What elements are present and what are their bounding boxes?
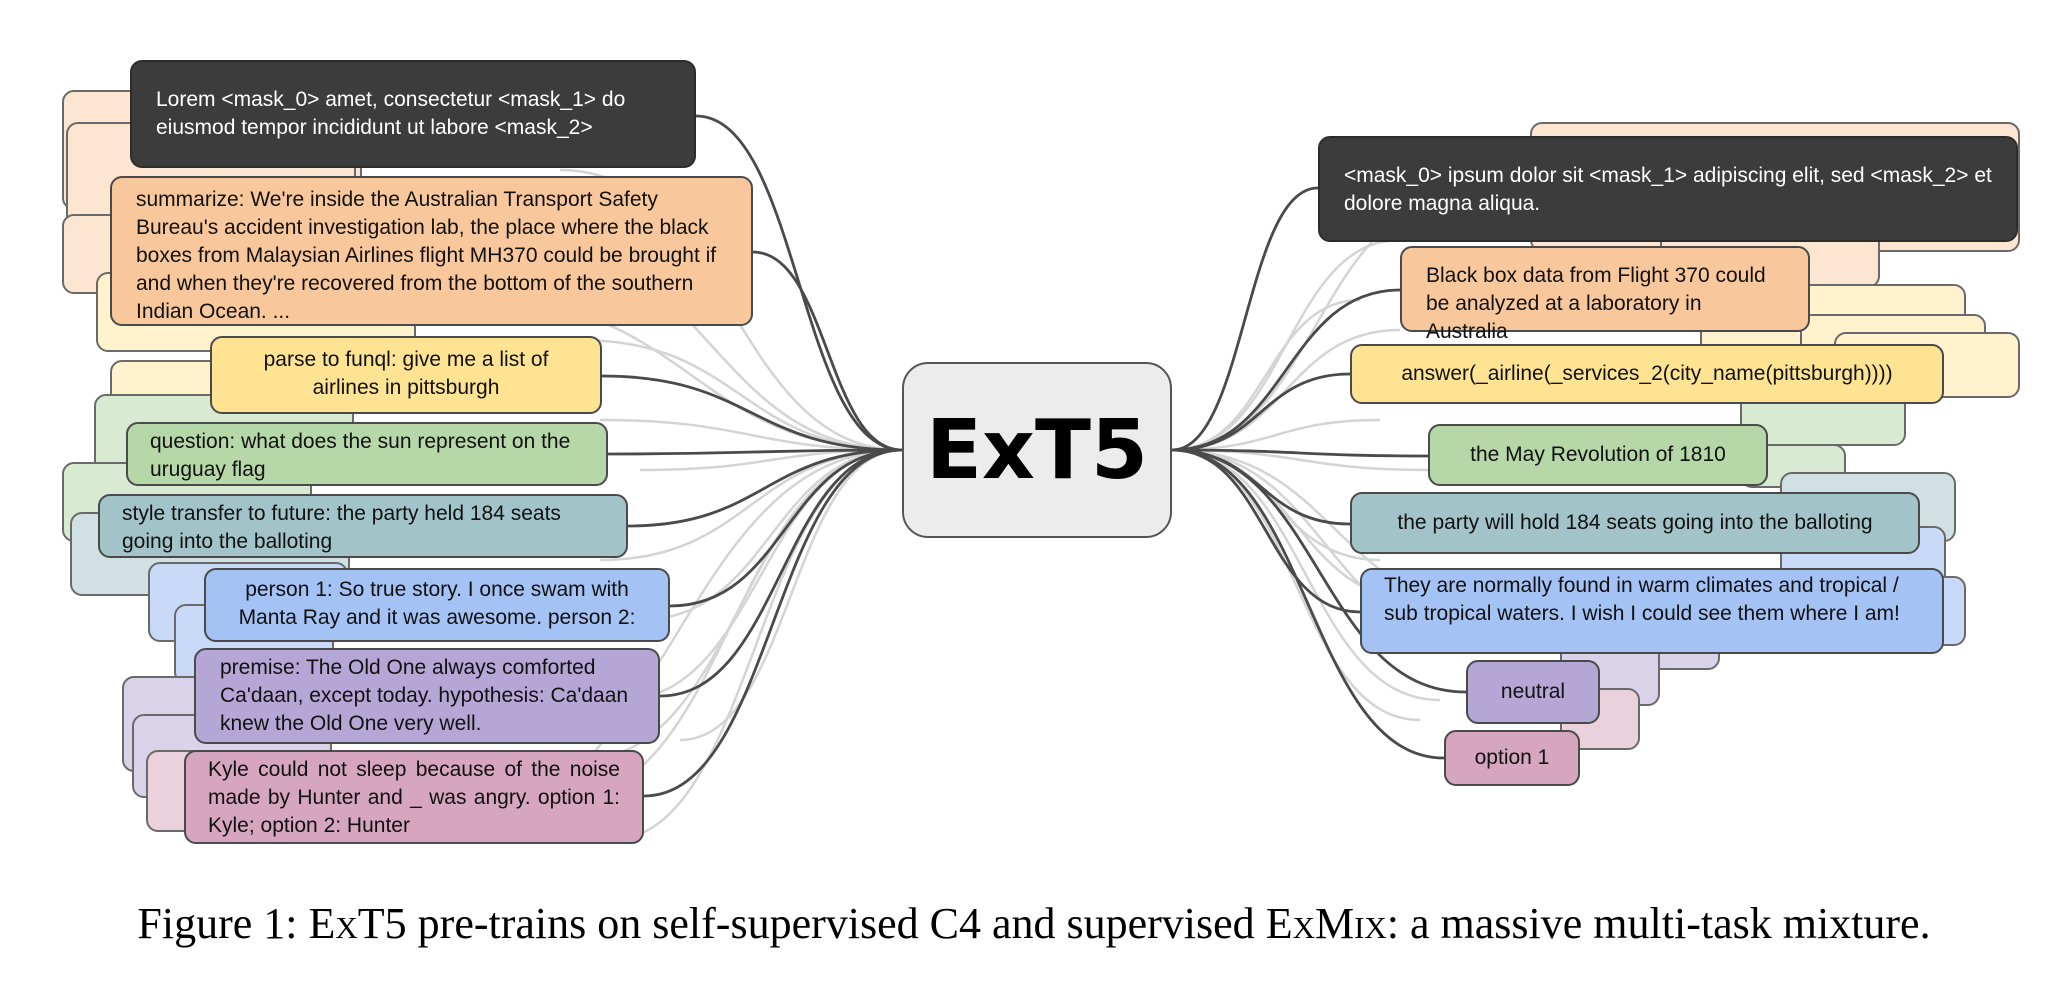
output-connector: [1171, 186, 1319, 452]
faint-connector: [1171, 418, 1381, 452]
output-box-summarize: Black box data from Flight 370 could be …: [1400, 246, 1810, 343]
input-box-wino: Kyle could not sleep because of the nois…: [184, 750, 644, 844]
caption-model: ExT5: [308, 899, 407, 948]
output-connector: [1171, 372, 1351, 452]
output-connector: [1171, 448, 1445, 760]
faint-connector: [1171, 448, 1441, 702]
figure-caption: Figure 1: ExT5 pre-trains on self-superv…: [0, 898, 2068, 949]
input-box-c4: Lorem <mask_0> amet, consectetur <mask_1…: [130, 60, 696, 168]
caption-middle: pre-trains on self-supervised C4 and sup…: [406, 899, 1266, 948]
input-connector: [627, 448, 903, 528]
input-connector: [601, 374, 903, 452]
output-connector: [1171, 288, 1401, 452]
output-box-c4: <mask_0> ipsum dolor sit <mask_1> adipis…: [1318, 136, 2018, 242]
input-box-funql: parse to funql: give me a list of airlin…: [210, 336, 602, 414]
output-box-wino: option 1: [1444, 730, 1580, 786]
output-box-dialog: They are normally found in warm climates…: [1360, 568, 1944, 654]
faint-connector: [679, 448, 903, 742]
faint-connector: [609, 448, 903, 842]
input-box-summarize: summarize: We're inside the Australian T…: [110, 176, 753, 326]
output-box-funql: answer(_airline(_services_2(city_name(pi…: [1350, 344, 1944, 404]
output-box-qa: the May Revolution of 1810: [1428, 424, 1768, 486]
output-box-style: the party will hold 184 seats going into…: [1350, 492, 1920, 554]
input-box-qa: question: what does the sun represent on…: [126, 422, 608, 486]
input-box-dialog: person 1: So true story. I once swam wit…: [204, 568, 670, 642]
output-connector: [1171, 448, 1467, 694]
output-connector: [1171, 448, 1429, 458]
caption-mixture: ExMix: [1265, 899, 1387, 948]
faint-connector: [639, 448, 903, 622]
output-box-nli: neutral: [1466, 660, 1600, 724]
input-connector: [659, 448, 903, 698]
input-connector: [752, 250, 903, 452]
ext5-model-node: ExT5: [902, 362, 1172, 538]
input-connector: [643, 448, 903, 798]
input-connector: [669, 448, 903, 608]
input-box-style: style transfer to future: the party held…: [98, 494, 628, 558]
input-connector: [607, 448, 903, 456]
faint-connector: [599, 418, 903, 452]
input-box-nli: premise: The Old One always comforted Ca…: [194, 648, 660, 744]
caption-suffix: : a massive multi-task mixture.: [1386, 899, 1931, 948]
caption-prefix: Figure 1:: [137, 899, 309, 948]
input-connector: [695, 114, 903, 452]
